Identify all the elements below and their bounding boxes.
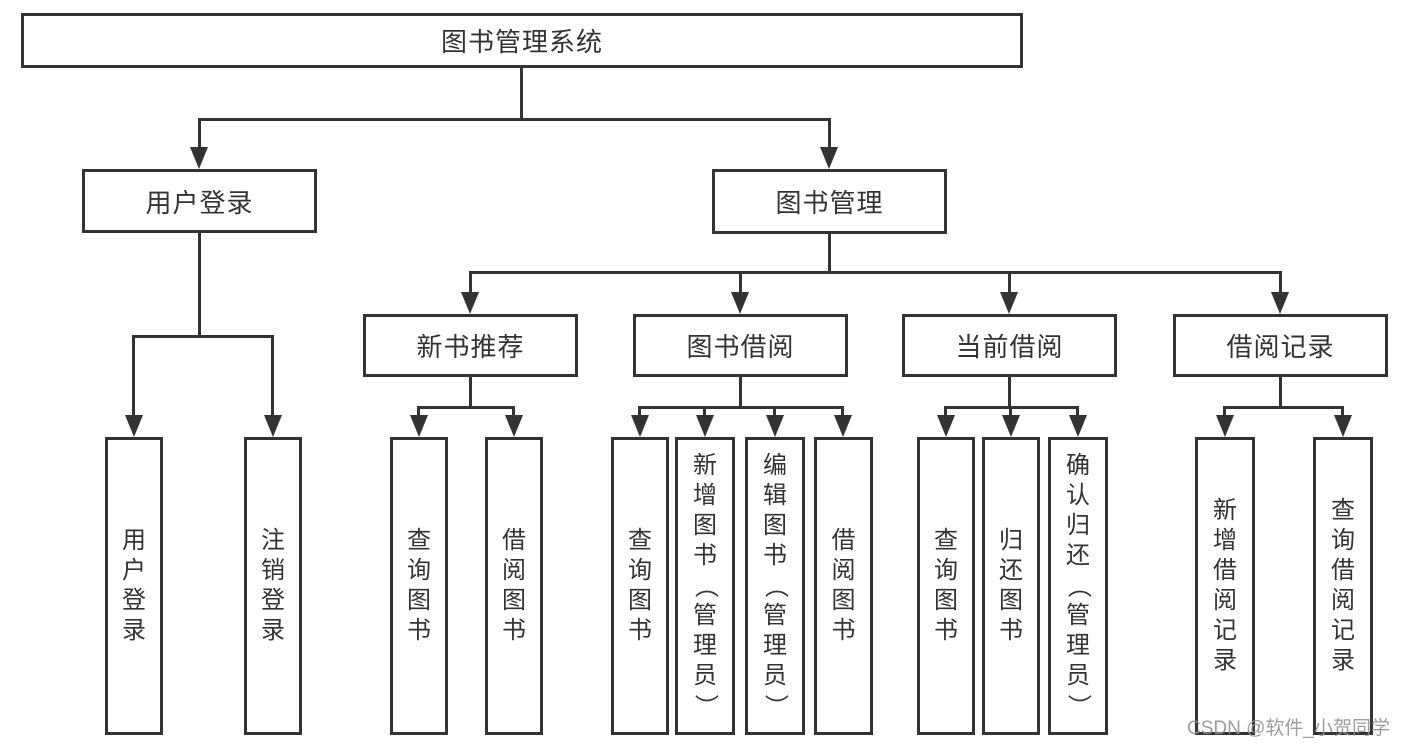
- connector-arrowhead: [461, 292, 479, 314]
- connector-line: [828, 234, 831, 274]
- node-label: 查询图书: [934, 527, 958, 644]
- connector-arrowhead: [1069, 415, 1087, 437]
- leaf-return-books: 归还图书: [982, 437, 1040, 735]
- connector-arrowhead: [1334, 415, 1352, 437]
- connector-line: [1008, 272, 1011, 294]
- node-label: 借阅图书: [502, 527, 526, 644]
- node-label: 用户登录: [122, 527, 146, 644]
- node-label: 图书借阅: [686, 332, 795, 362]
- connector-arrowhead: [696, 415, 714, 437]
- node-borrowing-records: 借阅记录: [1173, 314, 1388, 377]
- leaf-confirm-return-admin: 确认归还（管理员）: [1048, 437, 1108, 735]
- node-current-borrowing: 当前借阅: [902, 314, 1117, 377]
- connector-line: [638, 406, 641, 417]
- node-label: 确认归还（管理员）: [1065, 452, 1092, 719]
- node-library-management-system: 图书管理系统: [21, 13, 1023, 68]
- connector-line: [132, 335, 274, 338]
- node-label: 新书推荐: [416, 332, 525, 362]
- connector-line: [469, 272, 472, 294]
- connector-arrowhead: [631, 415, 649, 437]
- node-book-borrowing: 图书借阅: [633, 314, 848, 377]
- connector-line: [703, 406, 706, 417]
- leaf-borrow-books: 借阅图书: [814, 437, 873, 735]
- connector-line: [198, 119, 201, 149]
- node-label: 借阅图书: [831, 527, 856, 644]
- connector-arrowhead: [505, 415, 523, 437]
- node-label: 查询图书: [628, 527, 652, 644]
- connector-line: [198, 118, 831, 121]
- connector-line: [638, 406, 844, 409]
- leaf-add-borrow-record: 新增借阅记录: [1195, 437, 1255, 735]
- node-label: 查询图书: [407, 527, 431, 644]
- connector-line: [132, 335, 135, 417]
- node-label: 借阅记录: [1226, 332, 1335, 362]
- node-label: 查询借阅记录: [1331, 497, 1355, 674]
- connector-arrowhead: [1271, 292, 1289, 314]
- connector-arrowhead: [1000, 292, 1018, 314]
- node-label: 新增借阅记录: [1213, 497, 1237, 674]
- node-label: 注销登录: [261, 527, 285, 644]
- node-label: 图书管理: [775, 188, 884, 218]
- connector-line: [1341, 406, 1344, 417]
- connector-line: [469, 271, 1282, 274]
- csdn-watermark: CSDN @软件_小贺同学: [1187, 718, 1390, 739]
- connector-line: [739, 272, 742, 294]
- connector-line: [1223, 406, 1344, 409]
- connector-arrowhead: [410, 415, 428, 437]
- connector-arrowhead: [1216, 415, 1234, 437]
- connector-line: [1223, 406, 1226, 417]
- connector-line: [1008, 377, 1011, 409]
- connector-line: [841, 406, 844, 417]
- connector-line: [417, 406, 515, 409]
- leaf-add-books-admin: 新增图书（管理员）: [675, 437, 735, 735]
- connector-arrowhead: [125, 415, 143, 437]
- leaf-query-books-recommend: 查询图书: [390, 437, 448, 735]
- connector-arrowhead: [731, 292, 749, 314]
- connector-line: [828, 119, 831, 149]
- node-user-login: 用户登录: [82, 169, 317, 233]
- connector-line: [1076, 406, 1079, 417]
- connector-line: [271, 335, 274, 417]
- connector-line: [512, 406, 515, 417]
- connector-line: [1279, 272, 1282, 294]
- connector-line: [520, 68, 523, 121]
- connector-arrowhead: [820, 147, 838, 169]
- connector-line: [417, 406, 420, 417]
- node-label: 当前借阅: [955, 332, 1064, 362]
- connector-line: [198, 233, 201, 338]
- connector-arrowhead: [834, 415, 852, 437]
- node-label: 用户登录: [145, 187, 254, 218]
- node-label: 图书管理系统: [440, 27, 603, 57]
- node-label: 归还图书: [999, 527, 1023, 644]
- connector-line: [739, 377, 742, 409]
- leaf-logout: 注销登录: [244, 437, 302, 735]
- connector-arrowhead: [190, 147, 208, 169]
- connector-arrowhead: [1002, 415, 1020, 437]
- connector-arrowhead: [766, 415, 784, 437]
- connector-line: [1279, 377, 1282, 409]
- node-label: 编辑图书（管理员）: [762, 452, 789, 719]
- connector-arrowhead: [264, 415, 282, 437]
- connector-arrowhead: [937, 415, 955, 437]
- leaf-query-books-current: 查询图书: [917, 437, 975, 735]
- connector-line: [773, 406, 776, 417]
- connector-line: [944, 406, 947, 417]
- connector-line: [469, 377, 472, 409]
- node-book-management: 图书管理: [712, 169, 947, 234]
- leaf-borrow-books-recommend: 借阅图书: [485, 437, 543, 735]
- leaf-user-login: 用户登录: [105, 437, 163, 735]
- leaf-edit-books-admin: 编辑图书（管理员）: [745, 437, 805, 735]
- node-label: 新增图书（管理员）: [692, 452, 719, 719]
- leaf-query-borrow-record: 查询借阅记录: [1313, 437, 1373, 735]
- node-new-book-recommendation: 新书推荐: [363, 314, 578, 377]
- connector-line: [1009, 406, 1012, 417]
- leaf-query-books-borrow: 查询图书: [611, 437, 669, 735]
